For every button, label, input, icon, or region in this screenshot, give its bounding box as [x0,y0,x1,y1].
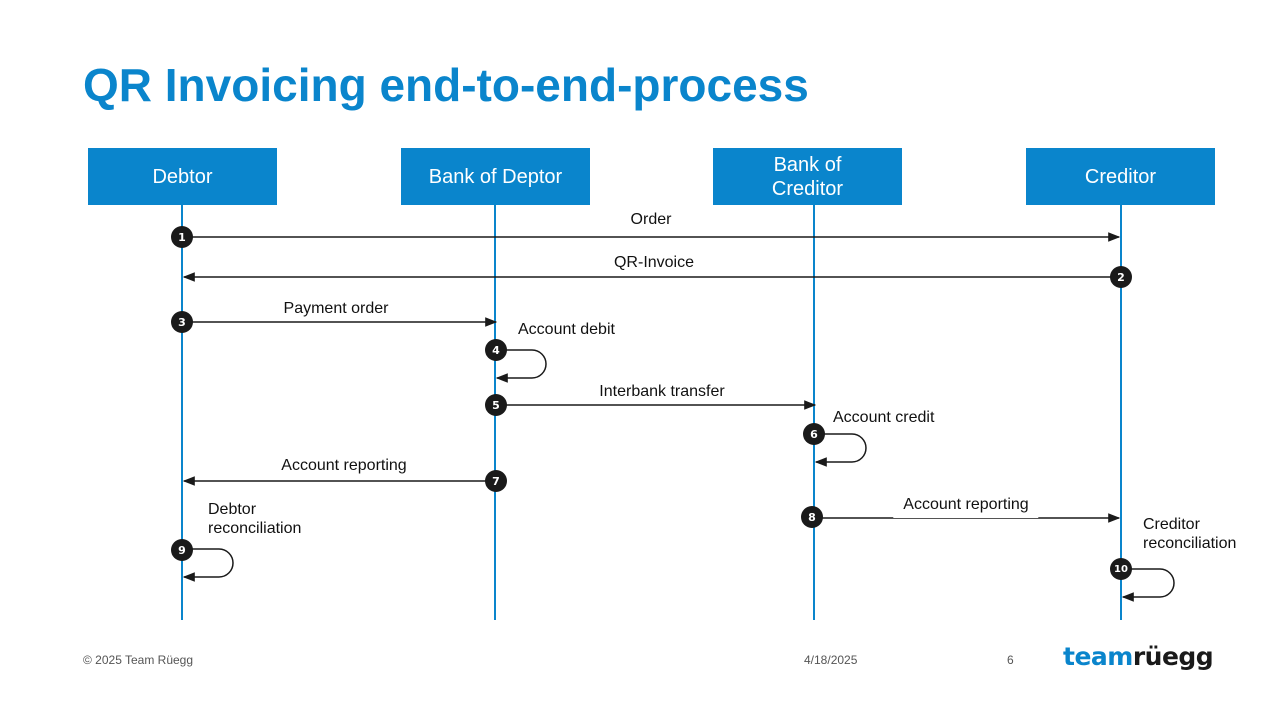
label-payment-order: Payment order [283,300,389,317]
step-badge-7: 7 [485,470,507,492]
company-logo: teamrüegg [1063,642,1214,671]
lane-header-debtor: Debtor [88,148,277,205]
loop-debtor-reconciliation [182,548,234,582]
loop-account-debit [495,349,547,383]
step-badge-10: 10 [1110,558,1132,580]
label-account-debit: Account debit [518,321,615,338]
label-debtor-reconciliation: Debtor reconciliation [208,501,302,537]
step-badge-1: 1 [171,226,193,248]
step-badge-8: 8 [801,506,823,528]
logo-part-ruegg: rüegg [1132,642,1214,671]
logo-part-team: team [1063,642,1133,671]
step-badge-9: 9 [171,539,193,561]
step-badge-2: 2 [1110,266,1132,288]
lane-header-bank-of-creditor: Bank of Creditor [713,148,902,205]
loop-creditor-reconciliation [1121,568,1175,602]
label-account-reporting-creditor: Account reporting [893,495,1039,518]
label-interbank-transfer: Interbank transfer [599,383,725,400]
step-badge-5: 5 [485,394,507,416]
step-badge-4: 4 [485,339,507,361]
label-order: Order [630,211,672,228]
step-badge-6: 6 [803,423,825,445]
footer-date: 4/18/2025 [804,653,858,667]
lane-header-creditor: Creditor [1026,148,1215,205]
slide-title: QR Invoicing end-to-end-process [83,59,809,111]
label-creditor-reconciliation: Creditor reconciliation [1143,516,1237,552]
footer-copyright: © 2025 Team Rüegg [83,653,194,667]
label-qr-invoice: QR-Invoice [613,254,695,271]
label-account-reporting-debtor: Account reporting [281,457,407,474]
label-account-credit: Account credit [833,409,935,426]
lane-header-bank-of-debtor: Bank of Deptor [401,148,590,205]
footer-page-number: 6 [1007,653,1014,667]
loop-account-credit [814,433,867,467]
step-badge-3: 3 [171,311,193,333]
